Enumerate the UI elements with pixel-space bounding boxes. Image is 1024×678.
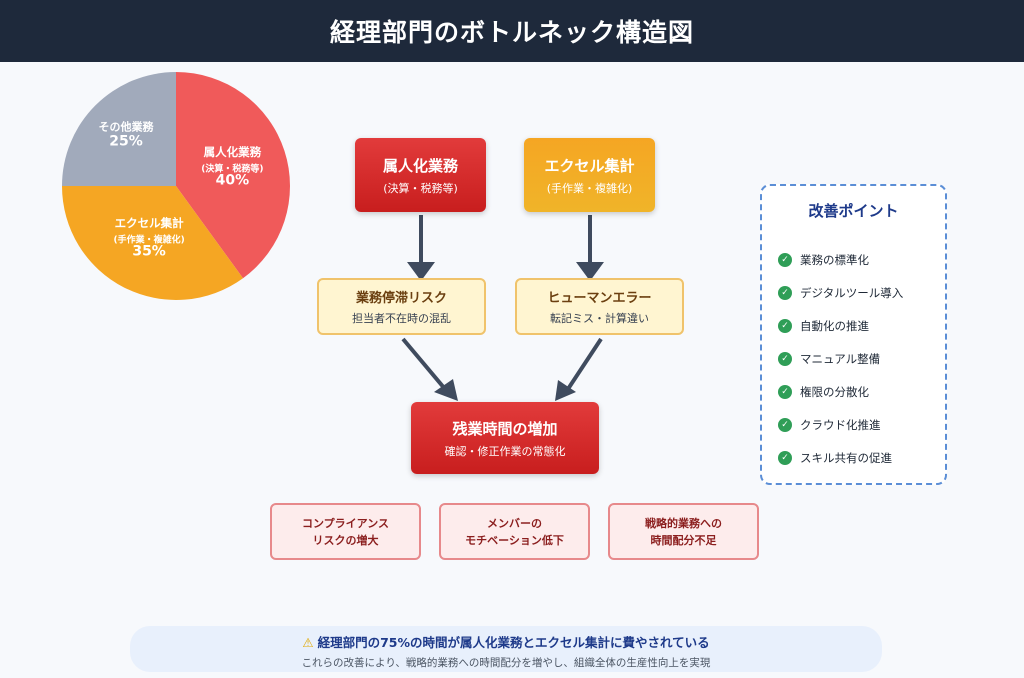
improvement-title: 改善ポイント [808,202,899,220]
improvement-panel: 改善ポイント ✓ 業務の標準化 ✓ デジタルツール導入 ✓ 自動化の推進 ✓ マニュアル… [760,184,947,485]
result-title: 残業時間の増加 [452,419,558,438]
check-icon: ✓ [778,384,792,399]
check-icon: ✓ [778,351,792,366]
effect3-line1: 戦略的業務への [645,516,722,530]
improvement-label: クラウド化推進 [800,417,881,432]
check-icon: ✓ [778,318,792,333]
effect-box-strategy: 戦略的業務への 時間配分不足 [608,503,759,560]
summary-headline-row: ⚠経理部門の75%の時間が属人化業務とエクセル集計に費やされている [130,632,882,651]
arrow-risk2-result [566,337,603,391]
pie-label-sub: (手作業・複雑化) [113,234,184,246]
effect-box-motivation: メンバーの モチベーション低下 [439,503,590,560]
source2-sub: (手作業・複雑化) [546,181,633,195]
check-icon: ✓ [778,417,792,432]
pie-chart: 属人化業務 (決算・税務等)40% エクセル集計 (手作業・複雑化)35% その他業務2… [62,72,290,301]
pie-label-name: エクセル集計 [115,216,184,230]
risk1-title: 業務停滞リスク [355,291,447,306]
improvement-label: スキル共有の促進 [800,450,892,465]
improvement-item: ✓ スキル共有の促進 [778,441,903,474]
improvement-label: 業務の標準化 [800,252,869,267]
source-box-excel: エクセル集計 (手作業・複雑化) [524,138,655,212]
risk-box-stagnation: 業務停滞リスク 担当者不在時の混乱 [317,278,486,335]
risk2-sub: 転記ミス・計算違い [550,312,649,325]
improvement-item: ✓ 権限の分散化 [778,375,903,408]
improvement-label: 権限の分散化 [800,384,869,399]
effect2-line2: モチベーション低下 [465,533,564,547]
page-title: 経理部門のボトルネック構造図 [329,18,694,47]
effect1-line2: リスクの増大 [312,533,379,547]
pie-label-value: 25% [109,134,143,150]
check-icon: ✓ [778,252,792,267]
improvement-item: ✓ クラウド化推進 [778,408,903,441]
summary-banner: ⚠経理部門の75%の時間が属人化業務とエクセル集計に費やされている これらの改善… [130,626,882,672]
improvement-label: マニュアル整備 [800,351,881,366]
effect3-line2: 時間配分不足 [650,533,717,547]
source2-title: エクセル集計 [544,156,635,175]
improvement-label: デジタルツール導入 [800,285,904,300]
check-icon: ✓ [778,285,792,300]
source1-sub: (決算・税務等) [383,181,458,195]
improvement-list: ✓ 業務の標準化 ✓ デジタルツール導入 ✓ 自動化の推進 ✓ マニュアル整備 ✓ 権限の… [778,243,903,474]
summary-note: これらの改善により、戦略的業務への時間配分を増やし、組織全体の生産性向上を実現 [301,657,711,669]
source-box-personalized: 属人化業務 (決算・税務等) [355,138,486,212]
pie-slice [62,72,176,186]
improvement-item: ✓ マニュアル整備 [778,342,903,375]
pie-label-name: 属人化業務 [204,145,262,159]
arrowhead-risk1-result [434,379,458,401]
page-header: 経理部門のボトルネック構造図 [0,0,1024,62]
improvement-label: 自動化の推進 [800,318,869,333]
pie-label-name: その他業務 [99,120,155,134]
pie-slice [62,186,244,301]
pie-label-sub: (決算・税務等) [201,162,263,174]
effect1-line1: コンプライアンス [301,516,389,530]
check-icon: ✓ [778,450,792,465]
arrow-risk1-result [401,337,447,391]
result-box-overtime: 残業時間の増加 確認・修正作業の常態化 [411,402,599,474]
risk2-title: ヒューマンエラー [547,291,652,306]
source1-title: 属人化業務 [382,156,458,175]
improvement-item: ✓ 自動化の推進 [778,309,903,342]
warning-icon: ⚠ [302,635,314,650]
pie-slice [176,72,290,279]
effect-box-compliance: コンプライアンス リスクの増大 [270,503,421,560]
summary-headline: 経理部門の75%の時間が属人化業務とエクセル集計に費やされている [317,635,710,650]
risk1-sub: 担当者不在時の混乱 [352,312,451,325]
improvement-item: ✓ デジタルツール導入 [778,276,903,309]
arrowhead-risk2-result [555,380,576,401]
pie-label-value: 35% [132,244,166,260]
risk-box-human-error: ヒューマンエラー 転記ミス・計算違い [515,278,684,335]
pie-label-value: 40% [216,172,250,188]
result-sub: 確認・修正作業の常態化 [444,444,566,458]
effect2-line1: メンバーの [487,516,542,530]
improvement-item: ✓ 業務の標準化 [778,243,903,276]
